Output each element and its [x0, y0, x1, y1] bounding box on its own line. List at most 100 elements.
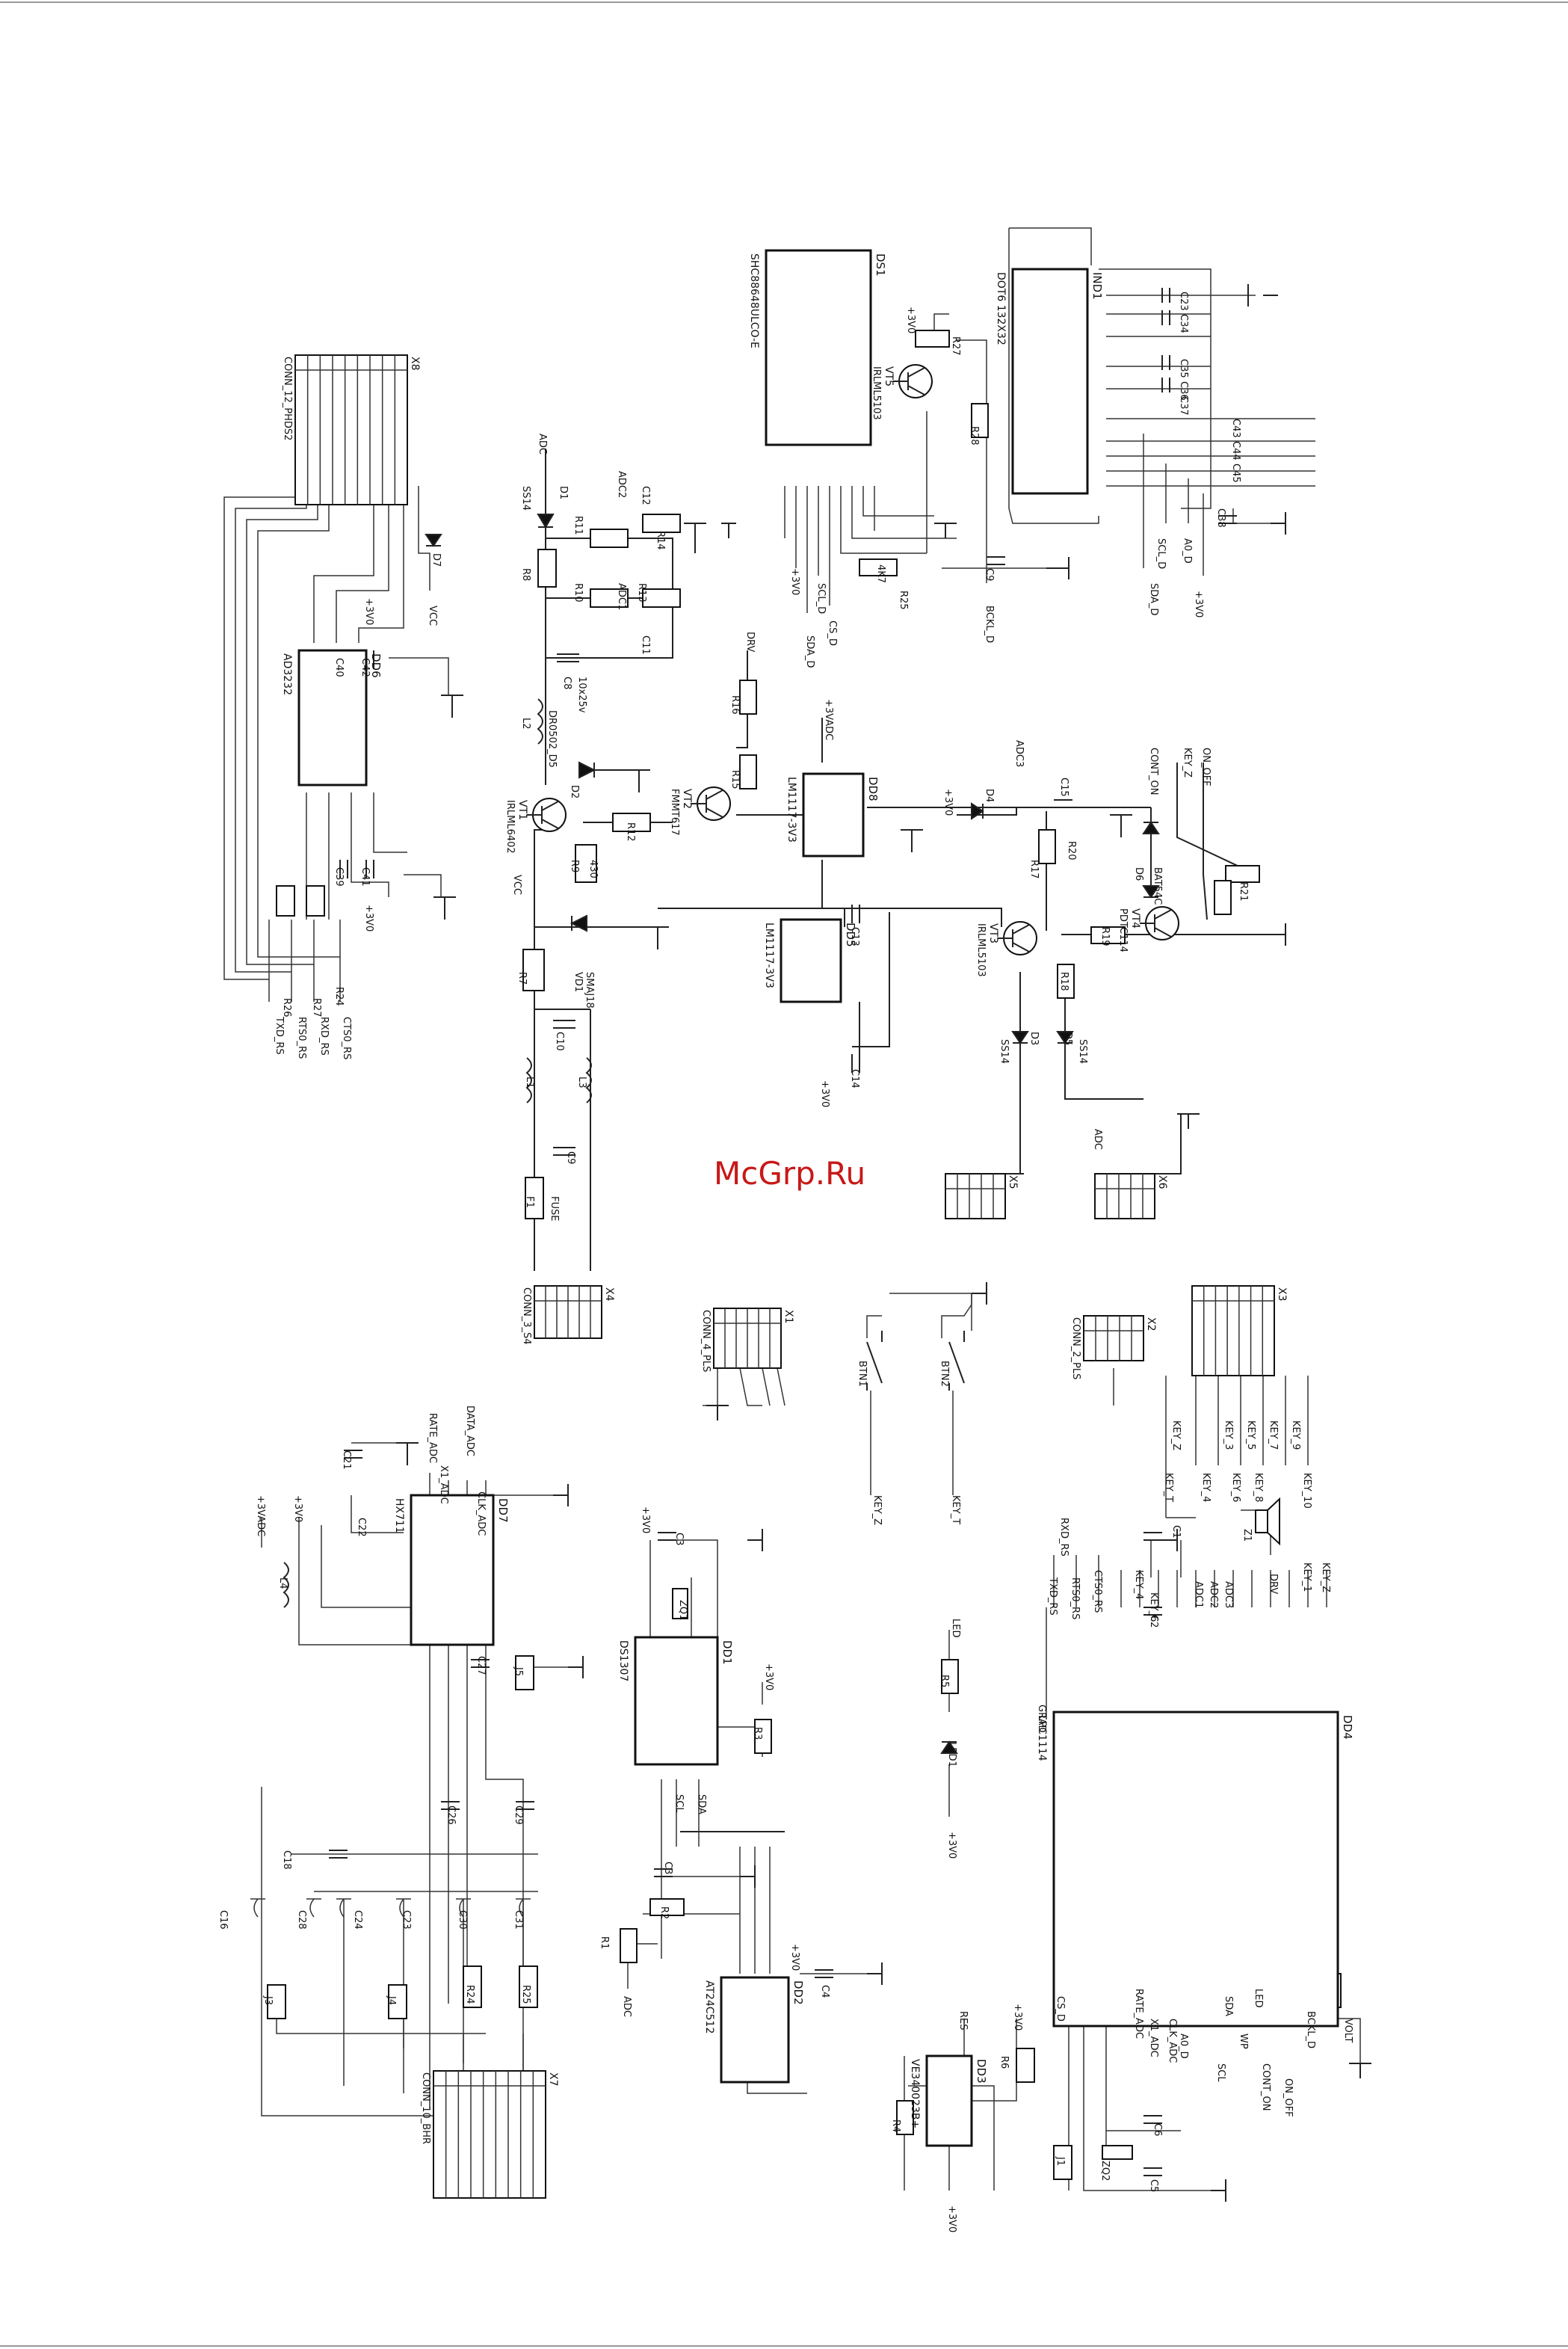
transistor-ref: VT2 [681, 789, 693, 809]
chip-ref: DD8 [866, 777, 880, 801]
net-label: C45 [1230, 464, 1241, 483]
net-label: C18 [281, 1850, 292, 1870]
net-label: +3V0 [1193, 591, 1204, 618]
chip-ref: DD4 [1341, 1715, 1354, 1740]
net-label: C10 [554, 1032, 565, 1051]
net-label: BTN2 [939, 1361, 950, 1387]
net-label: KEY_Z [871, 1495, 883, 1525]
net-label: SS14 [998, 1039, 1010, 1064]
connector-ref: X1 [783, 1310, 794, 1324]
net-label: R15 [729, 770, 741, 789]
net-label: 430 [587, 860, 599, 878]
connector-part: CONN_12_PHDS2 [282, 357, 293, 440]
net-label: R21 [1238, 882, 1249, 902]
connector-part: CONN_2_PLS [1070, 1317, 1081, 1379]
net-label: SCL_D [1155, 538, 1167, 569]
net-label: KEY_10 [1301, 1473, 1312, 1509]
net-label: C3 [673, 1533, 685, 1545]
net-label: C37 [1178, 396, 1189, 416]
transistor-part: FMMT617 [669, 789, 680, 836]
net-label: KEY_4 [1133, 1570, 1144, 1599]
net-label: J5 [513, 1666, 524, 1676]
net-label: CONT_ON [1148, 748, 1159, 795]
net-label: R9 [569, 860, 580, 872]
net-label: +3V0 [819, 1080, 830, 1107]
transistor-part: PDTC114 [1117, 908, 1129, 952]
net-label: BTN1 [856, 1361, 868, 1387]
chip-ref: DD1 [720, 1640, 734, 1665]
net-label: ADC1 [616, 583, 627, 610]
net-label: RTS0_RS [1069, 1577, 1081, 1619]
connector-x5: X5 [945, 1173, 1019, 1219]
net-label: C28 [296, 1910, 307, 1930]
net-label: CTS0_RS [341, 1017, 352, 1059]
net-label: C3 [662, 1862, 673, 1874]
net-label: KEY_4 [1200, 1473, 1212, 1502]
net-label: J4 [386, 1995, 397, 2005]
net-label: C30 [457, 1910, 468, 1930]
net-label: R12 [625, 822, 636, 842]
net-label: R25 [898, 591, 909, 610]
net-label: C41 [359, 867, 371, 887]
net-label: RATE_ADC [427, 1413, 438, 1463]
net-label: CS_D [1055, 1996, 1066, 2022]
net-label: LED [1253, 1989, 1264, 2007]
net-label: SCL [1215, 2063, 1226, 2082]
chip-part: SHC88648ULCO-E [748, 253, 760, 348]
chip-ref: DD7 [496, 1498, 510, 1523]
net-label: C4 [819, 1985, 830, 1998]
net-label: +3V0 [942, 789, 954, 816]
net-label: KEY_T [950, 1495, 961, 1524]
chip-ref: DD2 [791, 1980, 805, 2005]
chip-layer: DD6AD3232DD7HX711DD1DS1307DD2AT24C512DD3… [281, 249, 1354, 2147]
watermark: McGrp.Ru [714, 1155, 866, 1192]
connector-part: CONN_3_S4 [521, 1287, 532, 1345]
net-label: VCC [511, 875, 522, 895]
net-label: SDA [696, 1794, 707, 1814]
net-label: C38 [1215, 508, 1226, 528]
net-label: D1 [558, 486, 569, 499]
transistor-ref: VT1 [516, 800, 528, 820]
net-label: ADC3 [1223, 1581, 1234, 1608]
net-label: BCKL_D [984, 606, 995, 643]
net-label: RTS0_RS [296, 1017, 307, 1059]
net-label: C42 [359, 658, 371, 677]
net-label: VOLT [1342, 2019, 1354, 2042]
net-label: R16 [729, 695, 741, 715]
net-label: C1 [1170, 1525, 1182, 1538]
net-label: D4 [984, 789, 995, 802]
net-label: C8 [561, 677, 572, 689]
connector-part: CONN_10_BHR [420, 2072, 431, 2144]
net-label: C2 [1148, 1615, 1159, 1628]
net-label: SDA [1223, 1996, 1234, 2016]
net-label: C5 [1148, 2179, 1159, 2192]
net-label: R18 [1058, 972, 1069, 991]
net-label: 10x25v [576, 677, 587, 713]
net-label: CS_D [827, 621, 838, 646]
net-label: RXD_RS [318, 1017, 330, 1056]
transistor-ref: VT4 [1129, 908, 1141, 929]
net-label: LED1 [946, 1742, 957, 1767]
net-label: ADC [1092, 1129, 1103, 1150]
net-label: SCL_D [815, 583, 827, 614]
net-label: VD1 [572, 972, 584, 992]
net-label: C44 [1230, 441, 1241, 461]
net-label: ADC2 [1208, 1581, 1219, 1608]
net-label: DATA_ADC [464, 1406, 475, 1456]
net-label: CLK_ADC [475, 1491, 487, 1536]
net-label: DRV [744, 632, 756, 652]
